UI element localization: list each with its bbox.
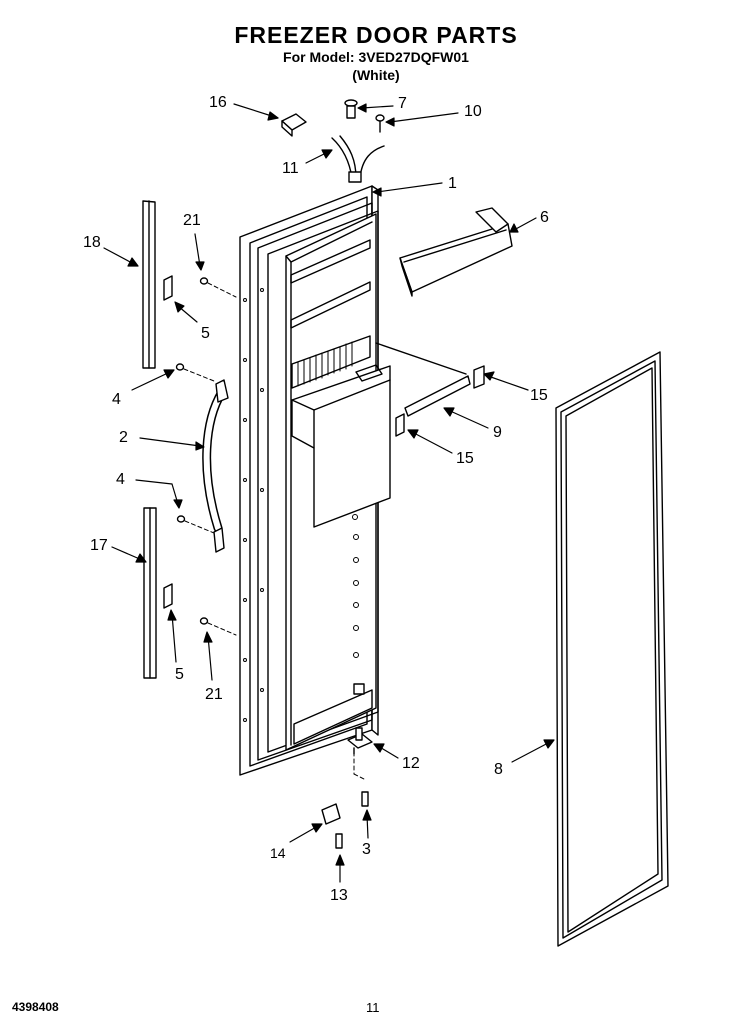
diagram-title: FREEZER DOOR PARTS — [234, 22, 518, 48]
callout-13: 13 — [330, 887, 348, 904]
door-gasket — [555, 351, 669, 947]
document-number: 4398408 — [12, 1000, 59, 1014]
screw-10 — [375, 114, 385, 133]
callout-7: 7 — [398, 95, 407, 112]
callout-3: 3 — [362, 841, 371, 858]
callout-5-lower: 5 — [175, 666, 184, 683]
callout-5-upper: 5 — [201, 325, 210, 342]
clip-upper — [163, 275, 173, 301]
callout-15-upper: 15 — [530, 387, 548, 404]
door-panel — [239, 185, 391, 776]
callout-12: 12 — [402, 755, 420, 772]
callout-10: 10 — [464, 103, 482, 120]
page-number: 11 — [366, 1000, 380, 1015]
hinge-bracket — [321, 803, 341, 825]
leader-lines — [103, 103, 555, 883]
callout-14: 14 — [270, 845, 286, 861]
callout-16: 16 — [209, 94, 227, 111]
callout-9: 9 — [493, 424, 502, 441]
callout-8: 8 — [494, 761, 503, 778]
color-label: (White) — [352, 67, 400, 83]
door-handle — [202, 379, 229, 553]
screw-7 — [344, 99, 358, 119]
screws-bottom — [335, 791, 369, 849]
wire-harness — [331, 135, 385, 183]
model-number: For Model: 3VED27DQFW01 — [283, 49, 469, 65]
clip-lower — [163, 583, 173, 609]
callout-21-upper: 21 — [183, 212, 201, 229]
lower-hinge — [347, 727, 373, 755]
callout-4-upper: 4 — [112, 391, 121, 408]
callout-1: 1 — [448, 175, 457, 192]
door-bin — [399, 207, 513, 297]
screws — [175, 277, 209, 625]
callout-18: 18 — [83, 234, 101, 251]
callout-15-lower: 15 — [456, 450, 474, 467]
alignment-lines — [183, 282, 367, 781]
callout-21-lower: 21 — [205, 686, 223, 703]
shelf-track — [404, 375, 471, 417]
callout-11: 11 — [282, 160, 299, 177]
callout-2: 2 — [119, 429, 128, 446]
callout-17: 17 — [90, 537, 108, 554]
callout-6: 6 — [540, 209, 549, 226]
callout-4-lower: 4 — [116, 471, 125, 488]
